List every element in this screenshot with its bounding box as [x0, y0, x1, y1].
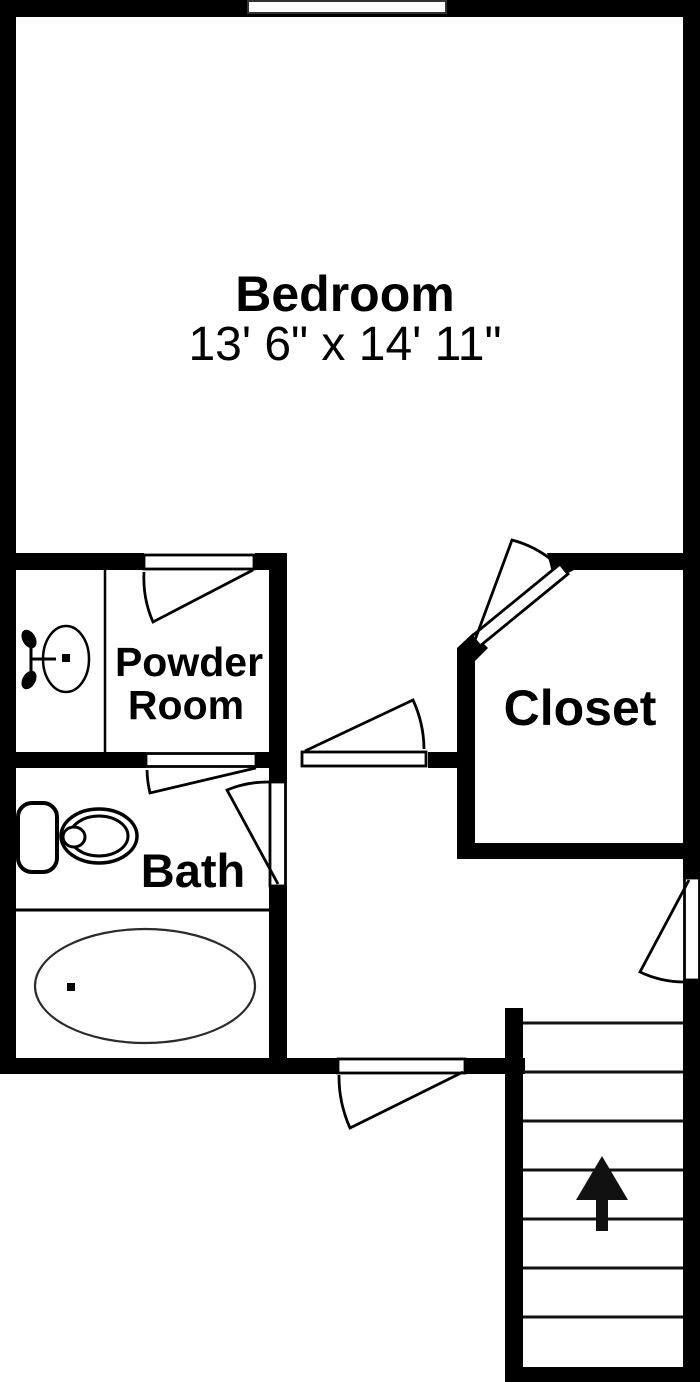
bedroom-door-swing [337, 1070, 464, 1130]
bath-label: Bath [141, 844, 245, 897]
fixtures [16, 624, 683, 1319]
stairs-right-door-leaf [683, 876, 700, 982]
wall-stairs-left [505, 1008, 523, 1382]
bath-right-door [225, 780, 287, 888]
sink-icon [21, 624, 91, 694]
bath-right-door-leaf [268, 780, 287, 888]
bath-top-door-swing [145, 766, 257, 795]
wall-bottom-left [0, 1058, 338, 1074]
stairs [523, 1021, 683, 1319]
wall-closet-left [457, 650, 475, 858]
wall-left [0, 0, 16, 1074]
wall-closet-top [558, 553, 683, 570]
closet-door-swing [473, 538, 554, 641]
wall-powder-right [269, 553, 287, 768]
closet-door [470, 538, 570, 648]
window-icon [247, 0, 447, 14]
bedroom-label: Bedroom [235, 266, 454, 322]
toilet-icon [16, 801, 139, 874]
bath-right-door-swing [225, 780, 280, 885]
up-arrow-icon [576, 1156, 628, 1231]
wall-right-lower [683, 980, 700, 1382]
bath-top-door-leaf [144, 752, 258, 768]
closet-label: Closet [504, 680, 657, 736]
labels: Bedroom 13' 6" x 14' 11" Powder Room Bat… [115, 266, 657, 897]
wall-bedroom-south-left [0, 553, 144, 570]
bedroom-dimensions: 13' 6" x 14' 11" [188, 318, 501, 371]
bedroom-door-leaf [336, 1057, 467, 1075]
stairs-right-door-swing [638, 879, 691, 984]
powder-room-label-line1: Powder [115, 639, 263, 685]
bedroom-door [336, 1057, 467, 1130]
wall-right-upper [683, 0, 700, 878]
wall-bath-right-upper [269, 768, 287, 783]
powder-room-label-line2: Room [128, 682, 244, 728]
wall-bath-right-lower [269, 886, 287, 1074]
wall-bath-top-mid [256, 752, 287, 768]
partitions [16, 570, 269, 912]
wall-bath-top-left [0, 752, 146, 768]
powder-room-door-leaf [142, 553, 256, 571]
wall-closet-bottom [457, 843, 700, 859]
wall-hall-door-stub [428, 752, 457, 768]
bath-top-door [144, 752, 258, 795]
wall-stairs-bottom [505, 1367, 700, 1382]
doors [142, 538, 700, 1130]
bathtub-icon [33, 927, 257, 1045]
stairs-right-door [638, 876, 700, 984]
closet-door-leaf [470, 562, 570, 648]
powder-room-door [142, 553, 256, 624]
hall-door-leaf [300, 750, 428, 768]
hall-door [300, 698, 428, 768]
hall-door-swing [304, 698, 426, 753]
stair-treads [523, 1021, 683, 1319]
powder-room-door-swing [142, 568, 254, 624]
